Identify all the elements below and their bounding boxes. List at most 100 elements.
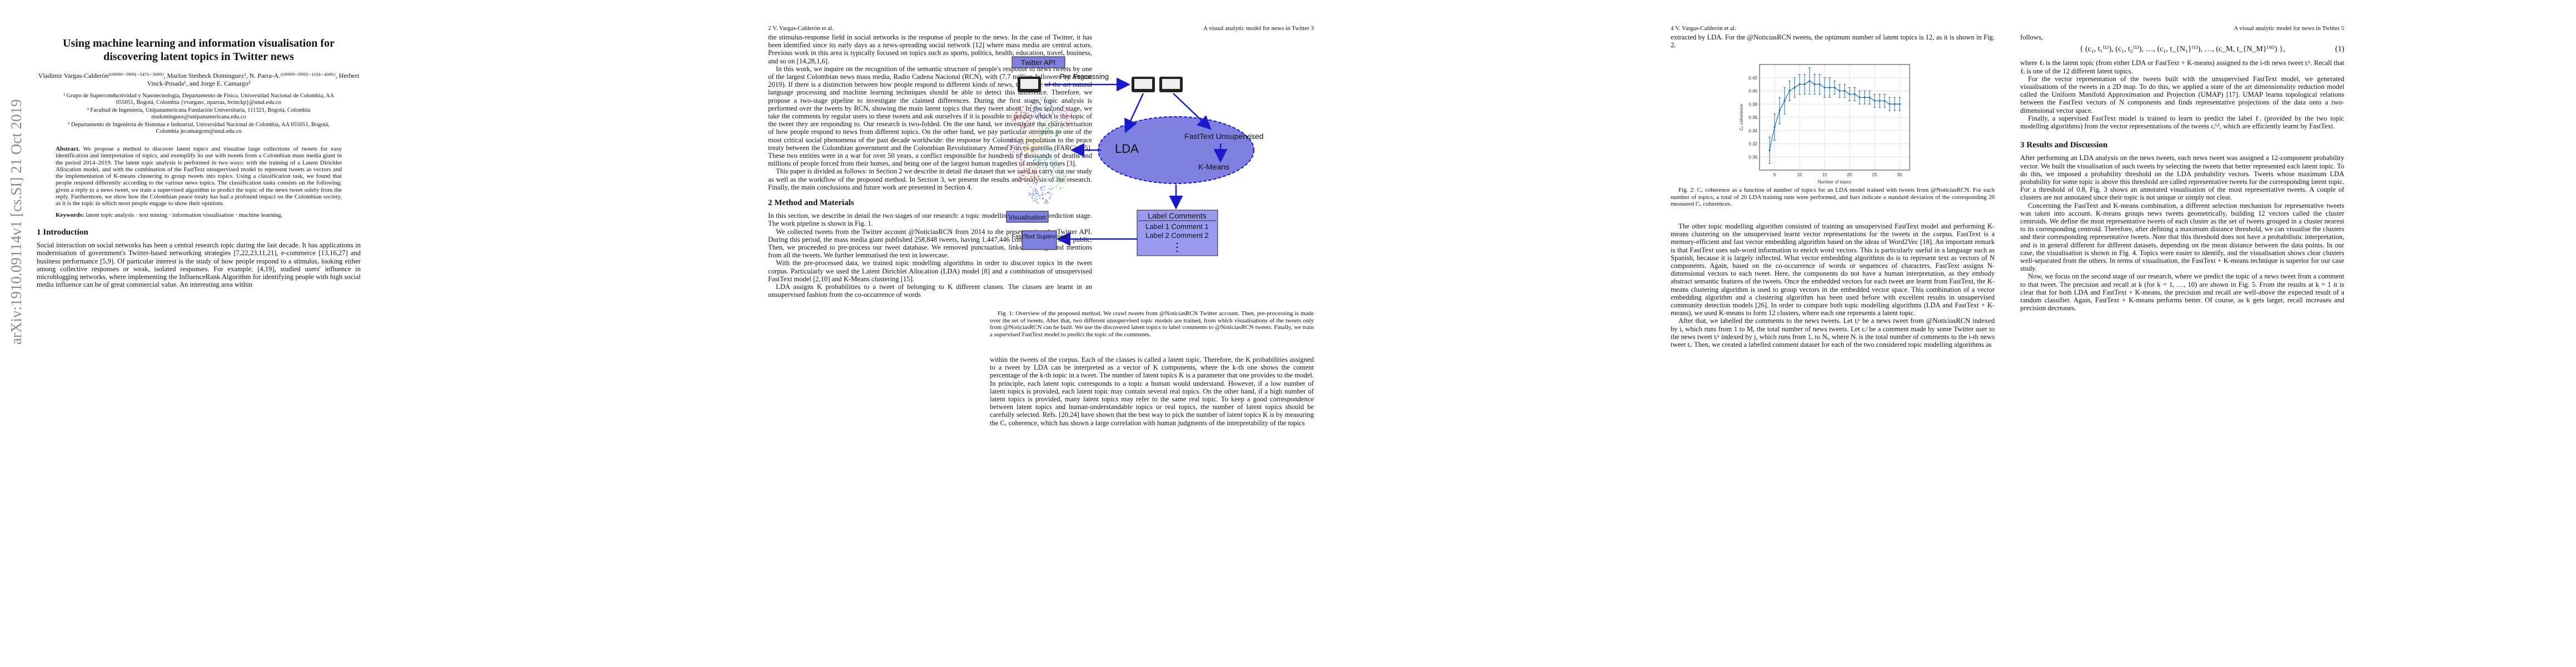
pipeline-diagram: Twitter API Pre Processing LDA FastText [990, 33, 1314, 311]
scatter-point [1045, 169, 1047, 171]
scatter-point [1058, 178, 1059, 179]
scatter-point [1010, 141, 1012, 143]
scatter-point [1020, 158, 1021, 160]
scatter-point [1043, 186, 1044, 187]
scatter-point [1025, 112, 1027, 113]
scatter-point [1049, 180, 1050, 182]
body-paragraph: With the pre-processed data, we trained … [768, 259, 1092, 283]
ellipsis-dot [1176, 250, 1178, 252]
scatter-point [1044, 116, 1046, 118]
figure-2-caption: Fig. 2: Cᵥ coherence as a function of nu… [1671, 187, 1995, 208]
scatter-point [1029, 168, 1030, 170]
scatter-point [1014, 113, 1016, 115]
scatter-point [1027, 168, 1029, 170]
scatter-point [1049, 130, 1051, 132]
scatter-point [1057, 112, 1059, 113]
scatter-point [1058, 123, 1059, 125]
fasttext-supervised-label: FastText Supervised [1012, 233, 1067, 240]
scatter-point [1028, 115, 1029, 116]
tweet-scatter-visualisation [1006, 96, 1074, 205]
scatter-point [1046, 165, 1048, 166]
twitter-api-box [1012, 56, 1065, 68]
scatter-point [1023, 175, 1025, 176]
data-point [1783, 100, 1786, 102]
data-point [1858, 97, 1861, 99]
scatter-point [1049, 123, 1050, 125]
scatter-point [1050, 170, 1052, 171]
body-paragraph: LDA assigns K probabilities to a tweet o… [768, 283, 1092, 299]
scatter-point [1055, 177, 1057, 178]
scatter-point [1019, 154, 1021, 156]
body-paragraph: We collected tweets from the Twitter acc… [768, 227, 1092, 260]
scatter-point [1050, 118, 1052, 120]
keywords-label: Keywords: [56, 211, 84, 218]
scatter-point [1030, 107, 1032, 108]
scatter-point [1024, 123, 1025, 125]
scatter-point [1039, 133, 1041, 134]
tweet-icon-screen [1134, 79, 1152, 89]
scatter-point [1026, 163, 1028, 165]
scatter-point [1037, 148, 1039, 150]
scatter-point [1045, 199, 1047, 201]
scatter-point [1045, 134, 1047, 135]
scatter-point [1042, 159, 1043, 161]
running-head: 2 V. Vargas-Calderón et al. [768, 25, 1092, 32]
scatter-point [1038, 135, 1040, 136]
scatter-point [1057, 132, 1059, 134]
scatter-point [1035, 188, 1037, 190]
scatter-point [1024, 167, 1025, 169]
scatter-point [1052, 177, 1053, 179]
scatter-point [1034, 175, 1036, 177]
scatter-point [1045, 149, 1047, 151]
body-paragraph: In this work, we inquire on the recognit… [768, 64, 1092, 168]
scatter-point [1022, 142, 1024, 144]
scatter-point [1064, 181, 1066, 182]
scatter-point [1018, 106, 1020, 108]
scatter-point [1047, 141, 1048, 143]
scatter-point [1014, 120, 1016, 122]
scatter-point [1041, 99, 1043, 101]
scatter-point [1065, 119, 1067, 121]
data-point [1803, 83, 1806, 86]
scatter-point [1020, 143, 1022, 145]
scatter-point [1018, 149, 1019, 151]
body-paragraph: Finally, a supervised FastText model is … [2020, 114, 2344, 131]
scatter-point [1038, 202, 1039, 204]
scatter-point [1020, 140, 1022, 141]
scatter-point [1030, 130, 1032, 131]
scatter-point [1073, 117, 1074, 119]
scatter-point [1069, 120, 1070, 121]
scatter-point [1059, 168, 1060, 170]
scatter-point [1053, 168, 1054, 170]
scatter-point [1031, 141, 1033, 142]
scatter-point [1024, 112, 1025, 113]
scatter-point [1037, 100, 1039, 102]
scatter-point [1039, 112, 1040, 114]
scatter-point [1036, 182, 1038, 183]
scatter-point [1035, 143, 1037, 145]
scatter-point [1053, 166, 1054, 167]
scatter-point [1057, 167, 1058, 169]
scatter-point [1009, 140, 1010, 142]
scatter-point [1021, 151, 1023, 153]
scatter-point [1048, 129, 1049, 131]
scatter-point [1012, 156, 1014, 157]
scatter-point [1046, 121, 1048, 122]
page-1: Using machine learning and information v… [0, 0, 515, 667]
scatter-point [1044, 138, 1045, 140]
scatter-point [1047, 178, 1049, 180]
scatter-point [1051, 109, 1053, 111]
scatter-point [1037, 155, 1038, 157]
scatter-point [1065, 121, 1067, 122]
scatter-point [1035, 193, 1037, 194]
scatter-point [1043, 118, 1044, 120]
scatter-point [1012, 153, 1013, 155]
scatter-point [1072, 110, 1073, 112]
data-point [1889, 103, 1891, 106]
scatter-point [1039, 159, 1040, 161]
scatter-point [1030, 140, 1032, 141]
scatter-point [1027, 153, 1029, 155]
data-point [1798, 83, 1801, 86]
equation-1-body: { (c₁, t₁⁽¹⁾), (c₁, t₂⁽¹⁾), …, (c₁, t_{N… [2079, 45, 2285, 54]
scatter-point [1011, 157, 1013, 159]
